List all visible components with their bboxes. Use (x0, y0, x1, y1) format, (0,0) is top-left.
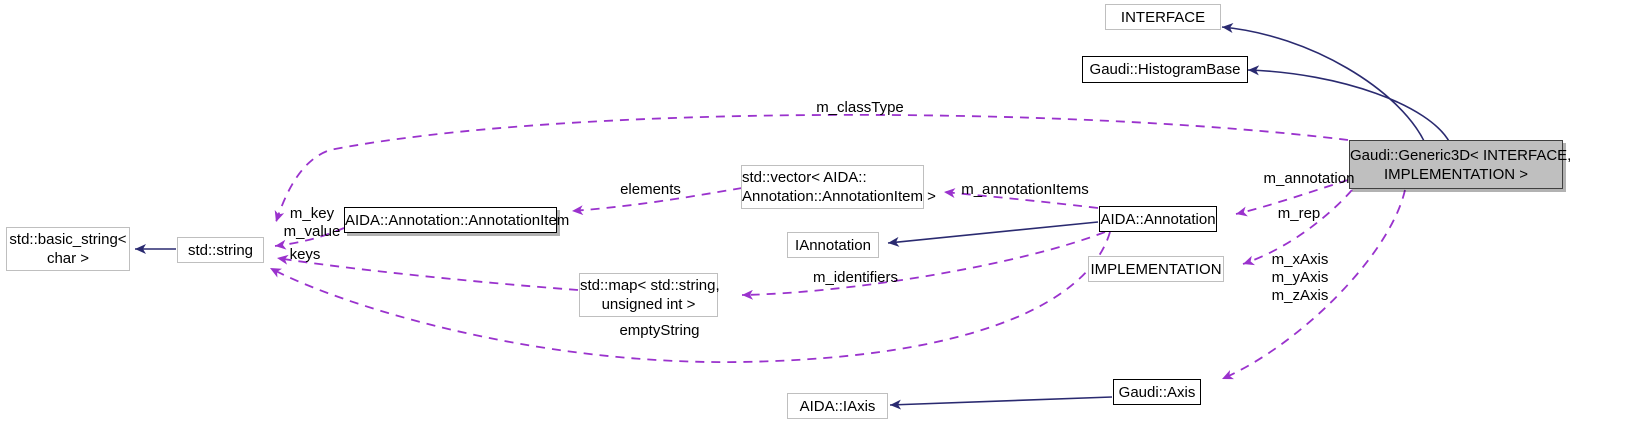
edge-vectoritem-annotationitem (571, 187, 743, 216)
edge-label-m-annotation: m_annotation (1263, 170, 1355, 187)
node-aida-annotation-label: AIDA::Annotation (1100, 210, 1216, 228)
node-std-vector-annotationitem[interactable]: std::vector< AIDA:: Annotation::Annotati… (741, 165, 936, 209)
node-gaudi-histogrambase-label: Gaudi::HistogramBase (1089, 61, 1241, 78)
node-implementation[interactable]: IMPLEMENTATION (1088, 256, 1224, 282)
node-gaudi-axis[interactable]: Gaudi::Axis (1113, 379, 1201, 405)
edge-annotation-vectoritem (943, 188, 1099, 209)
node-interface-label: INTERFACE (1120, 8, 1206, 26)
node-gaudi-axis-label: Gaudi::Axis (1118, 383, 1196, 401)
node-interface[interactable]: INTERFACE (1105, 4, 1221, 30)
node-aida-annotation-annotationitem-label: AIDA::Annotation::AnnotationItem (345, 211, 570, 229)
node-std-map-string-uint[interactable]: std::map< std::string, unsigned int > (579, 273, 720, 317)
node-gaudi-generic3d-label: Gaudi::Generic3D< INTERFACE, IMPLEMENTAT… (1350, 146, 1572, 183)
node-aida-annotation[interactable]: AIDA::Annotation (1099, 206, 1217, 232)
edge-annotationitem-string (274, 227, 345, 250)
node-aida-iaxis-label: AIDA::IAxis (799, 397, 876, 415)
edge-generic3d-implementation (1242, 189, 1353, 266)
edge-label-m-identifiers: m_identifiers (812, 269, 899, 286)
edge-label-m-key-m-value: m_key m_value (283, 205, 341, 240)
edge-annotation-mapstringuint (741, 231, 1106, 300)
edge-label-m-axes: m_xAxis m_yAxis m_zAxis (1271, 251, 1329, 304)
node-implementation-label: IMPLEMENTATION (1090, 260, 1222, 278)
edge-map-string-keys (276, 254, 579, 291)
node-iannotation[interactable]: IAnnotation (787, 232, 879, 258)
edge-gaudiaxis-iaxis (889, 396, 1113, 410)
node-std-basic-string-label: std::basic_string< char > (9, 231, 127, 267)
edge-label-elements: elements (620, 181, 681, 198)
edge-label-emptystring: emptyString (619, 322, 700, 339)
node-std-vector-annotationitem-label: std::vector< AIDA:: Annotation::Annotati… (742, 169, 936, 205)
edge-label-m-rep: m_rep (1277, 205, 1321, 222)
node-std-basic-string[interactable]: std::basic_string< char > (6, 227, 130, 271)
node-aida-annotation-annotationitem[interactable]: AIDA::Annotation::AnnotationItem (344, 207, 569, 233)
node-aida-iaxis[interactable]: AIDA::IAxis (787, 393, 888, 419)
edge-label-m-classtype: m_classType (816, 99, 904, 116)
edge-annotation-string-emptystring (269, 231, 1111, 363)
node-std-map-string-uint-label: std::map< std::string, unsigned int > (580, 277, 720, 313)
edge-generic3d-histogrambase (1247, 65, 1451, 144)
edge-generic3d-interface (1221, 23, 1426, 144)
edge-label-keys: keys (289, 246, 321, 263)
node-std-string-label: std::string (187, 241, 254, 259)
node-iannotation-label: IAnnotation (795, 236, 871, 254)
edge-annotation-iannotation (887, 221, 1099, 247)
edge-label-m-annotationitems: m_annotationItems (961, 181, 1089, 198)
node-std-string[interactable]: std::string (177, 237, 264, 263)
node-gaudi-generic3d[interactable]: Gaudi::Generic3D< INTERFACE, IMPLEMENTAT… (1349, 140, 1571, 189)
node-gaudi-histogrambase[interactable]: Gaudi::HistogramBase (1082, 56, 1248, 83)
